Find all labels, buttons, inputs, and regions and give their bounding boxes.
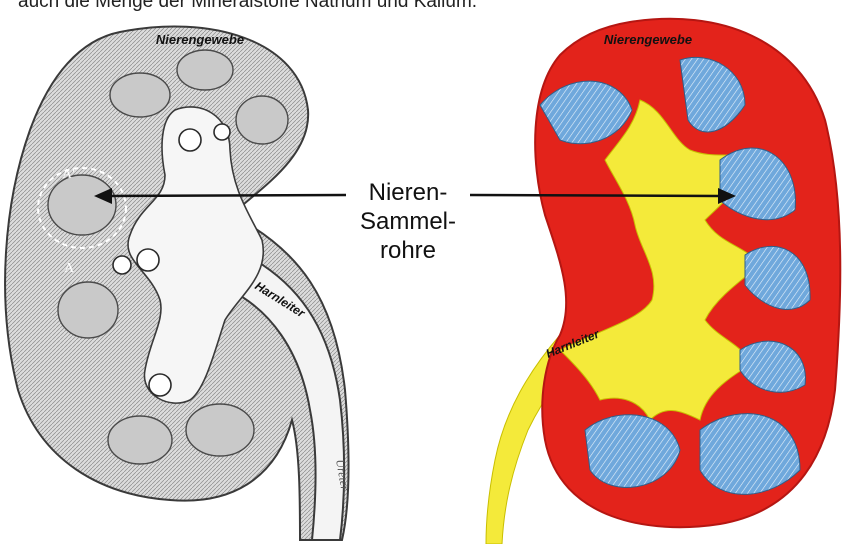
arrow-left-shaft (108, 195, 346, 196)
engraved-calyx (149, 374, 171, 396)
center-label-line-2: Sammel- (346, 207, 470, 236)
engraved-pyramid (58, 282, 118, 338)
arrow-right-shaft (470, 195, 720, 196)
engraving-mark-a-prime: A' (62, 167, 75, 182)
engraved-calyx (214, 124, 230, 140)
right-tissue-label: Nierengewebe (604, 32, 692, 47)
engraved-pyramid (177, 50, 233, 90)
engraved-pyramid (108, 416, 172, 464)
engraving-mark-a: A (64, 261, 75, 276)
colored-kidney-drawing: Nierengewebe Harnleiter (486, 19, 840, 544)
engraved-pyramid (236, 96, 288, 144)
engraved-pyramid (48, 175, 116, 235)
engraved-kidney-section: Nierengewebe Harnleiter A' A Ureter (5, 26, 352, 540)
engraved-calyx (179, 129, 201, 151)
center-label-line-3: rohre (346, 236, 470, 265)
engraved-calyx (137, 249, 159, 271)
collecting-ducts-label: Nieren- Sammel- rohre (346, 178, 470, 265)
center-label-line-1: Nieren- (346, 178, 470, 207)
left-tissue-label: Nierengewebe (156, 32, 244, 47)
engraved-pyramid (110, 73, 170, 117)
engraved-calyx (113, 256, 131, 274)
engraved-pyramid (186, 404, 254, 456)
